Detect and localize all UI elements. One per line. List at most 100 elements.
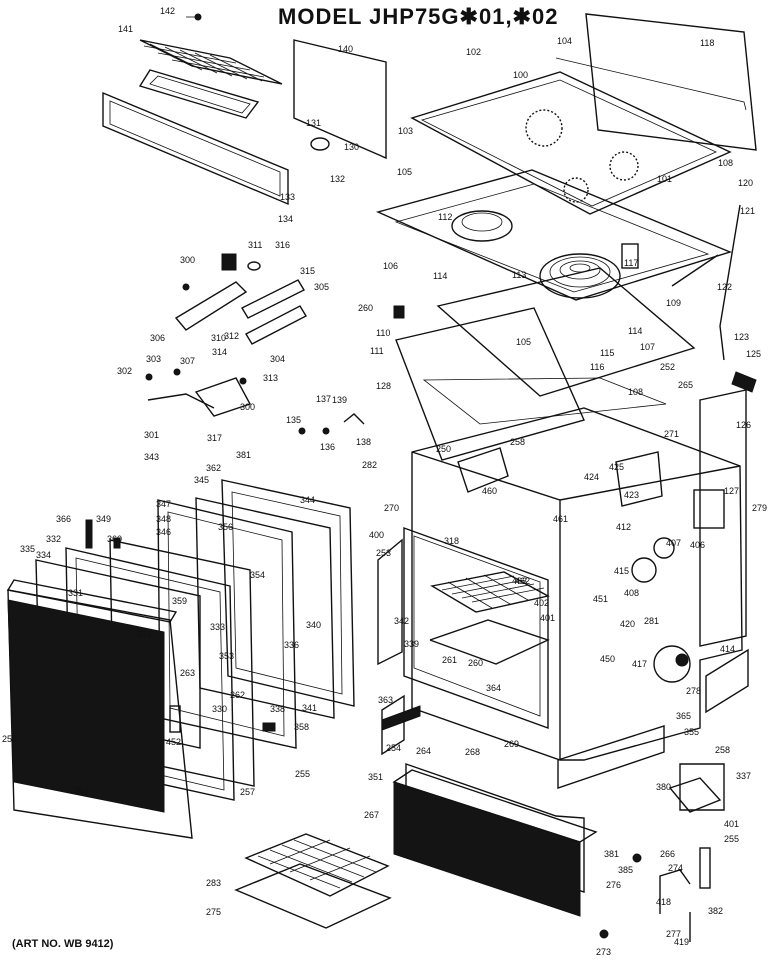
callout-label: 114 <box>628 326 642 336</box>
callout-label: 267 <box>364 810 379 820</box>
callout-label: 253 <box>376 548 391 558</box>
callout-label: 275 <box>206 907 221 917</box>
callout-label: 260 <box>468 658 483 668</box>
callout-label: 307 <box>180 356 195 366</box>
callout-label: 274 <box>668 863 683 873</box>
callout-label: 265 <box>678 380 693 390</box>
callout-label: 137 <box>316 394 331 404</box>
callout-label: 364 <box>486 683 501 693</box>
callout-label: 139 <box>332 395 347 405</box>
callout-label: 351 <box>368 772 383 782</box>
callout-label: 415 <box>614 566 629 576</box>
callout-label: 402 <box>534 598 549 608</box>
callout-label: 365 <box>676 711 691 721</box>
callout-label: 272 <box>0 0 15 2</box>
callout-label: 141 <box>118 24 133 34</box>
callout-label: 269 <box>504 739 519 749</box>
callout-label: 418 <box>656 897 671 907</box>
callout-label: 339 <box>404 639 419 649</box>
callout-label: 109 <box>666 298 681 308</box>
callout-label: 262 <box>230 690 245 700</box>
callout-label: 385 <box>618 865 633 875</box>
coil-elements <box>451 210 621 299</box>
callout-label: 417 <box>632 659 647 669</box>
callout-label: 271 <box>664 429 679 439</box>
callout-label: 340 <box>306 620 321 630</box>
callout-label: 116 <box>590 362 604 372</box>
callout-label: 353 <box>219 651 234 661</box>
callout-label: 408 <box>624 588 639 598</box>
callout-label: 312 <box>224 331 239 341</box>
callout-label: 122 <box>717 282 732 292</box>
part-number-footer: (ART NO. WB 9412) <box>12 938 114 950</box>
diagram-title: MODEL JHP75G✱01,✱02 <box>278 4 559 29</box>
callout-label: 381 <box>236 450 251 460</box>
callout-label: 344 <box>300 495 315 505</box>
callout-label: 276 <box>606 880 621 890</box>
callout-label: 332 <box>46 534 61 544</box>
callout-label: 100 <box>513 70 528 80</box>
callout-label: 461 <box>553 514 568 524</box>
callout-label: 105 <box>397 167 412 177</box>
callout-label: 382 <box>708 906 723 916</box>
callout-label: 362 <box>206 463 221 473</box>
callout-label: 331 <box>68 588 83 598</box>
callout-label: 366 <box>56 514 71 524</box>
callout-label: 317 <box>207 433 222 443</box>
callout-label: 381 <box>604 849 619 859</box>
callout-label: 260 <box>358 303 373 313</box>
callout-label: 110 <box>376 328 390 338</box>
callout-label: 310 <box>211 333 226 343</box>
callout-label: 406 <box>690 540 705 550</box>
callout-label: 126 <box>736 420 751 430</box>
callout-label: 341 <box>302 703 317 713</box>
callout-label: 121 <box>740 206 755 216</box>
callout-label: 450 <box>600 654 615 664</box>
callout-label: 336 <box>284 640 299 650</box>
callout-label: 423 <box>624 490 639 500</box>
callout-label: 304 <box>270 354 285 364</box>
callout-label: 354 <box>250 570 265 580</box>
callout-label: 279 <box>752 503 767 513</box>
callout-label: 363 <box>378 695 393 705</box>
callout-label: 281 <box>644 616 659 626</box>
callout-label: 335 <box>20 544 35 554</box>
callout-label: 123 <box>734 332 749 342</box>
switch-group <box>145 253 405 435</box>
callout-label: 460 <box>482 486 497 496</box>
callout-label: 118 <box>700 38 714 48</box>
callout-label: 360 <box>107 534 122 544</box>
callout-label: 316 <box>275 240 290 250</box>
callout-label: 134 <box>278 214 293 224</box>
broiler-grid <box>257 839 377 889</box>
oven-body-group <box>377 389 749 813</box>
cooktop-group <box>375 13 757 461</box>
callout-label: 420 <box>620 619 635 629</box>
callout-label: 266 <box>660 849 675 859</box>
callout-label: 303 <box>146 354 161 364</box>
callout-label: 306 <box>150 333 165 343</box>
callout-label: 452 <box>166 737 181 747</box>
callout-label: 318 <box>444 536 459 546</box>
callout-label: 133 <box>280 192 295 202</box>
callout-label: 120 <box>738 178 753 188</box>
callout-label: 425 <box>609 462 624 472</box>
callout-label: 311 <box>248 240 262 250</box>
callout-label: 257 <box>240 787 255 797</box>
callout-label: 263 <box>180 668 195 678</box>
callout-label: 113 <box>512 270 526 280</box>
callout-label: 352 <box>74 786 89 796</box>
callout-label: 315 <box>300 266 315 276</box>
callout-label: 107 <box>640 342 655 352</box>
callout-label: 277 <box>666 929 681 939</box>
callout-label: 142 <box>160 6 175 16</box>
callout-label: 400 <box>369 530 384 540</box>
callout-label: 401 <box>724 819 739 829</box>
callout-label: 127 <box>724 486 739 496</box>
callout-label: 305 <box>314 282 329 292</box>
callout-label: 130 <box>344 142 359 152</box>
callout-label: 342 <box>394 616 409 626</box>
callout-label: 347 <box>156 499 171 509</box>
callout-label: 261 <box>442 655 457 665</box>
